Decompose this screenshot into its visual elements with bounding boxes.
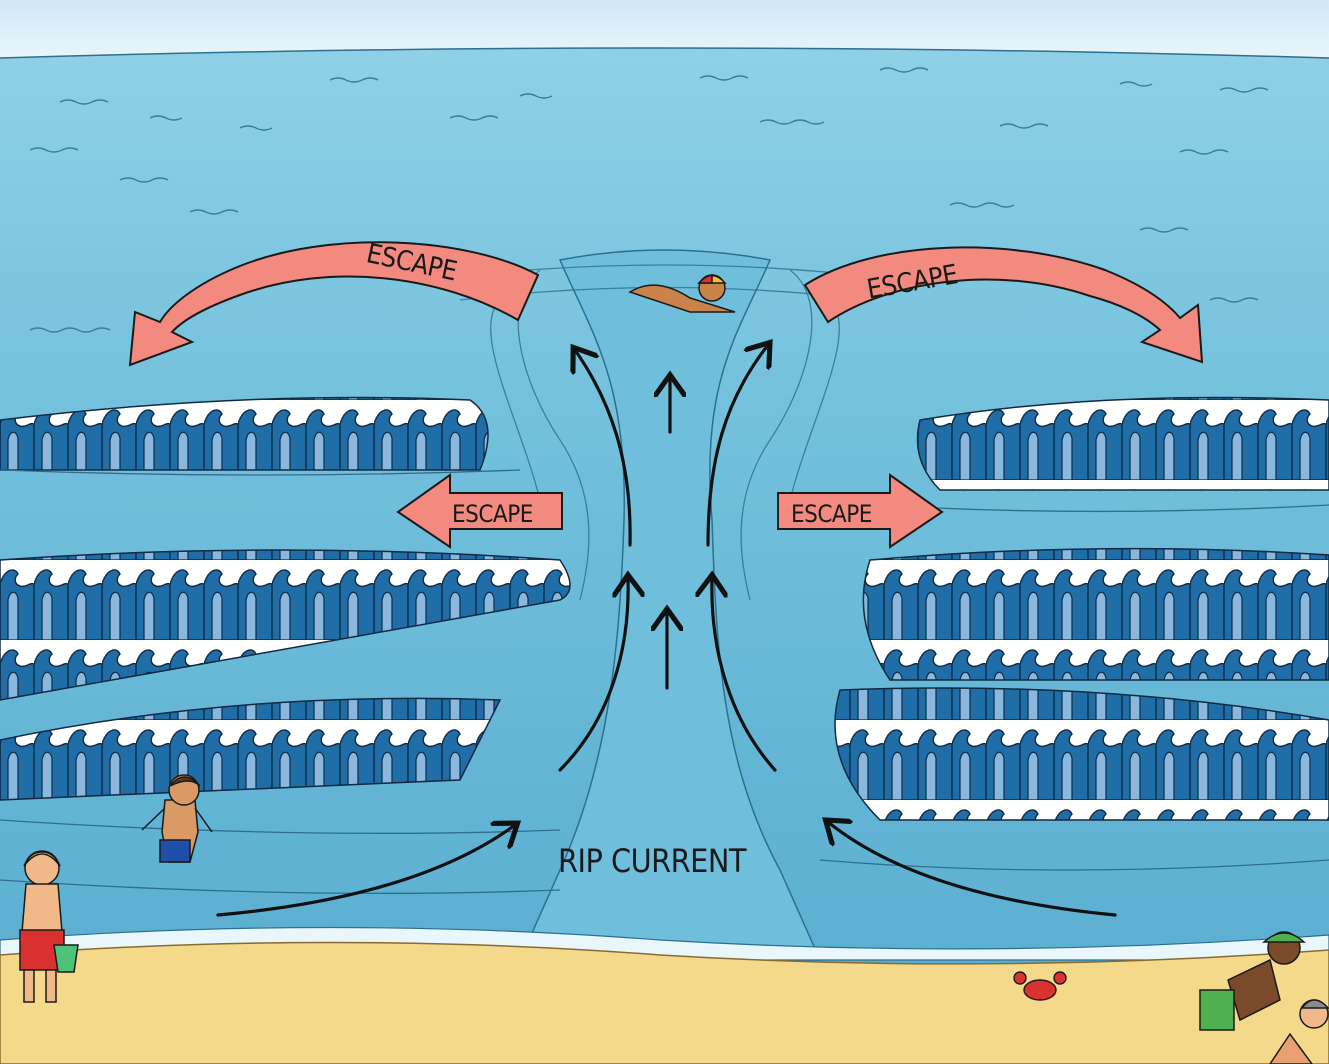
- rip-current-label: RIP CURRENT: [558, 842, 747, 880]
- boy-with-bucket: [19, 850, 79, 1003]
- flow-arrow-right-lower: [712, 578, 777, 772]
- escape-arrow-mid-left: [396, 473, 563, 549]
- escape-arrow-top-right: [803, 246, 1204, 364]
- flow-arrow-right-upper: [706, 345, 768, 547]
- sand: [0, 941, 1329, 1064]
- flow-arrow-left-upper: [575, 350, 632, 547]
- escape-label-mid-left: ESCAPE: [452, 500, 533, 528]
- flow-arrow-left-lower: [558, 578, 628, 772]
- flow-arrow-left-feed: [216, 825, 515, 917]
- crab: [1013, 971, 1067, 1001]
- right-waves: [799, 396, 1329, 871]
- horizon-line: [0, 47, 1329, 59]
- escape-arrow-top-left: [128, 241, 540, 367]
- kids-building-sandcastle: [1199, 931, 1329, 1064]
- flow-arrows: [216, 345, 1117, 917]
- swimmer: [628, 274, 736, 313]
- sea-ripples: [29, 67, 1269, 333]
- escape-arrow-mid-right: [777, 473, 944, 549]
- flow-arrow-right-feed: [828, 822, 1117, 917]
- child-in-water: [141, 774, 213, 863]
- left-waves: [0, 396, 571, 894]
- escape-label-mid-right: ESCAPE: [791, 500, 872, 528]
